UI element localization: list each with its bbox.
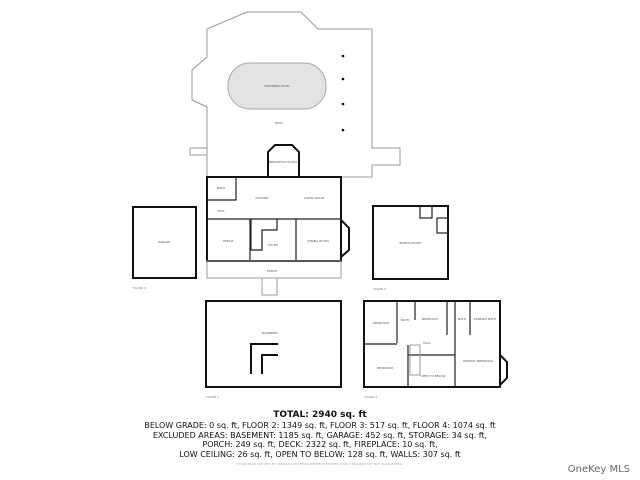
area-summary: TOTAL: 2940 sq. ft BELOW GRADE: 0 sq. ft… [0,410,640,466]
porch-steps [261,277,278,296]
porch-label: PORCH [267,269,277,273]
watermark: OneKey MLS [567,464,630,475]
primary-bedroom-label: PRIMARY BEDROOM [463,359,493,363]
area-line: PORCH: 249 sq. ft, DECK: 2322 sq. ft, FI… [202,440,438,449]
bedroom1-label: BEDROOM [373,321,389,325]
floor-label-upper: FLOOR 4 [364,395,377,399]
primary-bath-label: PRIMARY BATH [474,317,496,321]
living-label: LIVING ROOM [304,196,325,200]
dining-label: DINING ROOM [307,239,329,243]
office-label: OFFICE [223,239,234,243]
foyer-label: FOYER [268,243,278,247]
floor-label-basement: FLOOR 1 [206,395,219,399]
hall2-label: HALL [423,341,431,345]
bedroom2-label: BEDROOM [422,317,438,321]
hall-label: HALL [217,209,225,213]
deck-label: DECK [275,121,284,125]
total-area: TOTAL: 2940 sq. ft [273,410,367,420]
breakfast-label: BREAKFAST ROOM [269,160,297,164]
deck-posts [341,54,345,132]
bath2-label: BATH [401,318,409,322]
bedroom3-label: BEDROOM [377,366,393,370]
swimming-pool [227,62,327,110]
pool-label: SWIMMING POOL [264,84,290,88]
basement [205,300,342,388]
basement-label: BASEMENT [262,331,279,335]
bonus-room [372,205,449,280]
credit-text: FLOOR PLAN CREATED BY CUBICASA APP. MEAS… [237,462,403,466]
open-below-label: OPEN TO BELOW [420,374,445,378]
bath3-label: BATH [458,317,466,321]
kitchen-label: KITCHEN [256,196,269,200]
area-line: EXCLUDED AREAS: BASEMENT: 1185 sq. ft, G… [152,430,488,440]
floor-label-main: FLOOR 2 [133,286,146,290]
bonus-label: BONUS ROOM [399,241,420,245]
bay-window [340,219,350,258]
area-line: BELOW GRADE: 0 sq. ft, FLOOR 2: 1349 sq.… [144,421,496,430]
deck-outline [189,11,401,178]
bath-label: BATH [217,186,225,190]
floor-label-bonus: FLOOR 3 [373,287,386,291]
garage [132,206,197,279]
garage-label: GARAGE [158,240,171,244]
area-line: LOW CEILING: 26 sq. ft, OPEN TO BELOW: 1… [179,449,461,459]
